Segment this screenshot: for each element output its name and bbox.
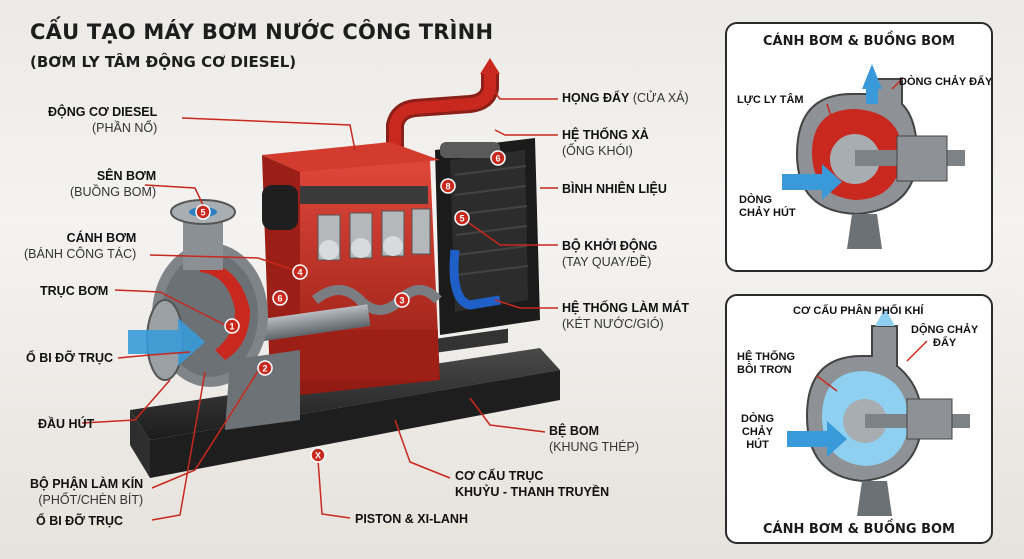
svg-text:6: 6 <box>277 294 282 304</box>
label-impeller: CÁNH BƠM(BÁNH CÔNG TÁC) <box>24 231 137 261</box>
svg-text:2: 2 <box>262 364 267 374</box>
engine-block <box>262 142 442 395</box>
panel-top-title: CÁNH BƠM & BUỒNG BOM <box>763 34 955 49</box>
part-marker-8: 8 <box>440 178 456 194</box>
panel-top-inflow: DÒNG CHẢY HÚT <box>739 194 796 219</box>
coolant-hose <box>449 249 501 310</box>
panel-bottom-valve: CƠ CẤU PHÂN PHỐI KHÍ <box>793 305 924 317</box>
label-base: BỆ BOM(KHUNG THÉP) <box>549 424 640 454</box>
part-marker-2: 2 <box>257 360 273 376</box>
svg-text:4: 4 <box>297 268 302 278</box>
panel-bottom-outflow: DỘNG CHẢY ĐẨY <box>911 324 979 349</box>
part-marker-4: 4 <box>292 264 308 280</box>
svg-text:8: 8 <box>445 182 450 192</box>
panel-top-illustration <box>782 64 965 249</box>
pump-illustration: 1 2 3 4 5 5 6 6 8X <box>81 58 560 521</box>
part-marker-5: 5 <box>454 210 470 226</box>
panel-impeller-volute-bottom: CƠ CẤU PHÂN PHỐI KHÍ DỘNG CHẢY ĐẨY HỆ TH… <box>725 294 993 544</box>
svg-text:6: 6 <box>495 154 500 164</box>
label-discharge: HỌNG ĐẨY (CỬA XẢ) <box>562 91 689 105</box>
panel-impeller-volute-top: CÁNH BƠM & BUỒNG BOM LỰC LY TÂM DÒNG CHẢ… <box>725 22 993 272</box>
label-bearing-bottom: Ổ BI ĐỠ TRỤC <box>36 514 124 528</box>
panel-bottom-lube: HỆ THỐNG BÔI TRƠN <box>737 351 796 376</box>
part-marker-X: X <box>310 447 326 463</box>
part-marker-1: 1 <box>224 318 240 334</box>
label-engine: ĐỘNG CƠ DIESEL(PHẦN NỔ) <box>48 105 158 135</box>
part-marker-6: 6 <box>272 290 288 306</box>
label-piston: PISTON & XI-LANH <box>355 512 468 526</box>
svg-text:5: 5 <box>200 208 205 218</box>
leader-lines <box>81 87 558 521</box>
label-cooling: HỆ THỐNG LÀM MÁT(KÉT NƯỚC/GIÓ) <box>562 301 690 331</box>
svg-text:3: 3 <box>399 296 404 306</box>
panel-bottom-illustration <box>787 308 970 516</box>
label-exhaust: HỆ THỐNG XẢ(ỐNG KHÓI) <box>562 128 649 158</box>
panel-top-centrifugal: LỰC LY TÂM <box>737 94 804 106</box>
label-starter: BỘ KHỞI ĐỘNG(TAY QUAY/ĐỀ) <box>562 239 658 269</box>
part-marker-5: 5 <box>195 204 211 220</box>
svg-text:5: 5 <box>459 214 464 224</box>
label-fuel-tank: BÌNH NHIÊN LIỆU <box>562 182 667 196</box>
label-shaft: TRỤC BƠM <box>40 284 109 298</box>
suction-flow-arrow <box>128 318 205 366</box>
panel-top-outflow: DÒNG CHẢY ĐẨY <box>899 76 993 88</box>
label-bearing-top: Ổ BI ĐỠ TRỤC <box>26 351 114 365</box>
page-title: CẤU TẠO MÁY BƠM NƯỚC CÔNG TRÌNH <box>30 20 494 44</box>
marker-layer: 1 2 3 4 5 5 6 6 8X <box>195 150 506 463</box>
page-subtitle: (BƠM LY TÂM ĐỘNG CƠ DIESEL) <box>30 53 297 71</box>
svg-text:1: 1 <box>229 322 234 332</box>
label-suction: ĐẦU HÚT <box>38 417 95 431</box>
part-marker-6: 6 <box>490 150 506 166</box>
discharge-pipe <box>386 58 500 174</box>
panel-bottom-inflow: DÒNG CHẢY HÚT <box>741 413 774 451</box>
part-marker-3: 3 <box>394 292 410 308</box>
label-seal: BỘ PHẬN LÀM KÍN(PHỐT/CHÈN BÍT) <box>30 477 144 507</box>
svg-text:X: X <box>315 451 321 461</box>
label-volute: SÊN BƠM(BUỒNG BOM) <box>70 169 157 199</box>
panel-bottom-title: CÁNH BƠM & BUỒNG BOM <box>763 522 955 537</box>
